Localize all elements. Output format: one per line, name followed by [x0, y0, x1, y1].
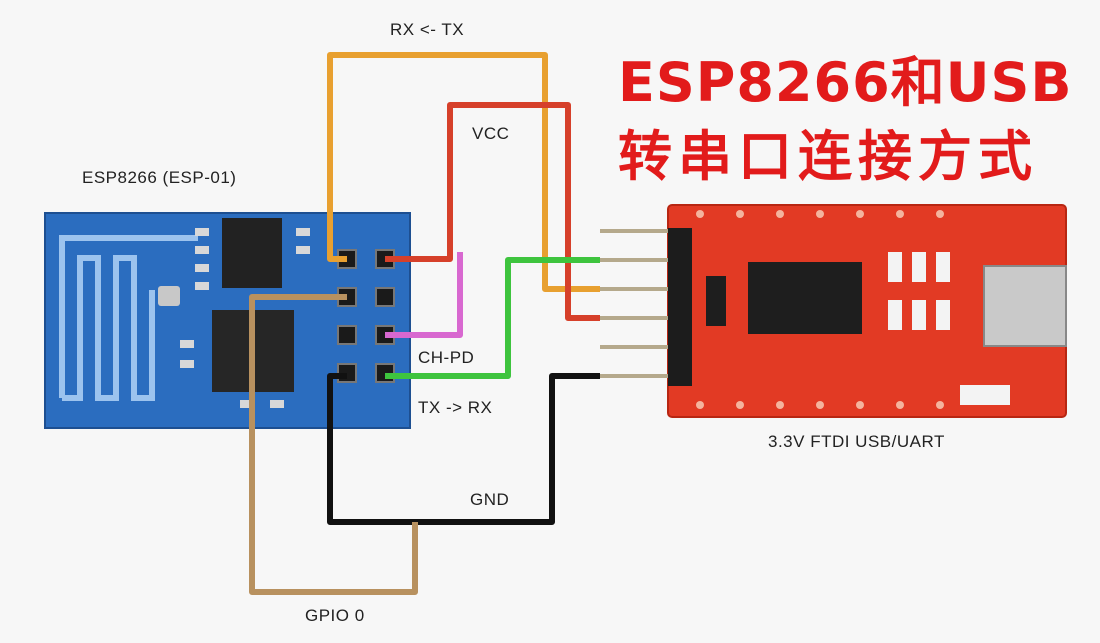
ftdi-board: [600, 204, 1067, 418]
led: [158, 286, 180, 306]
wire-label-tx-rx: TX -> RX: [418, 398, 493, 417]
wire-label-vcc: VCC: [472, 124, 510, 143]
wire-label-ch-pd: CH-PD: [418, 348, 475, 367]
ftdi-board-label: 3.3V FTDI USB/UART: [768, 432, 945, 451]
jumper: [706, 276, 726, 326]
wire-gpio0: [249, 294, 418, 595]
wire-rx-tx: [327, 52, 600, 292]
wire-gnd: [327, 373, 600, 525]
title-line-2: 转串口连接方式: [618, 125, 1038, 188]
antenna-trace: [59, 235, 198, 401]
title-line-1: ESP8266和USB: [618, 51, 1073, 114]
ftdi-header: [668, 228, 692, 386]
ftdi-pins: [600, 229, 668, 378]
ftdi-chip: [748, 262, 862, 334]
wire-label-gnd: GND: [470, 490, 510, 509]
wire-tx-rx: [385, 257, 600, 379]
flash-chip: [222, 218, 282, 288]
usb-connector: [983, 265, 1067, 347]
esp8266-module: [44, 212, 411, 429]
esp-module-label: ESP8266 (ESP-01): [82, 168, 237, 187]
wire-label-rx-tx: RX <- TX: [390, 20, 465, 39]
wire-ch-pd: [385, 252, 463, 338]
wire-label-gpio0: GPIO 0: [305, 606, 365, 625]
wire-vcc: [385, 102, 600, 321]
